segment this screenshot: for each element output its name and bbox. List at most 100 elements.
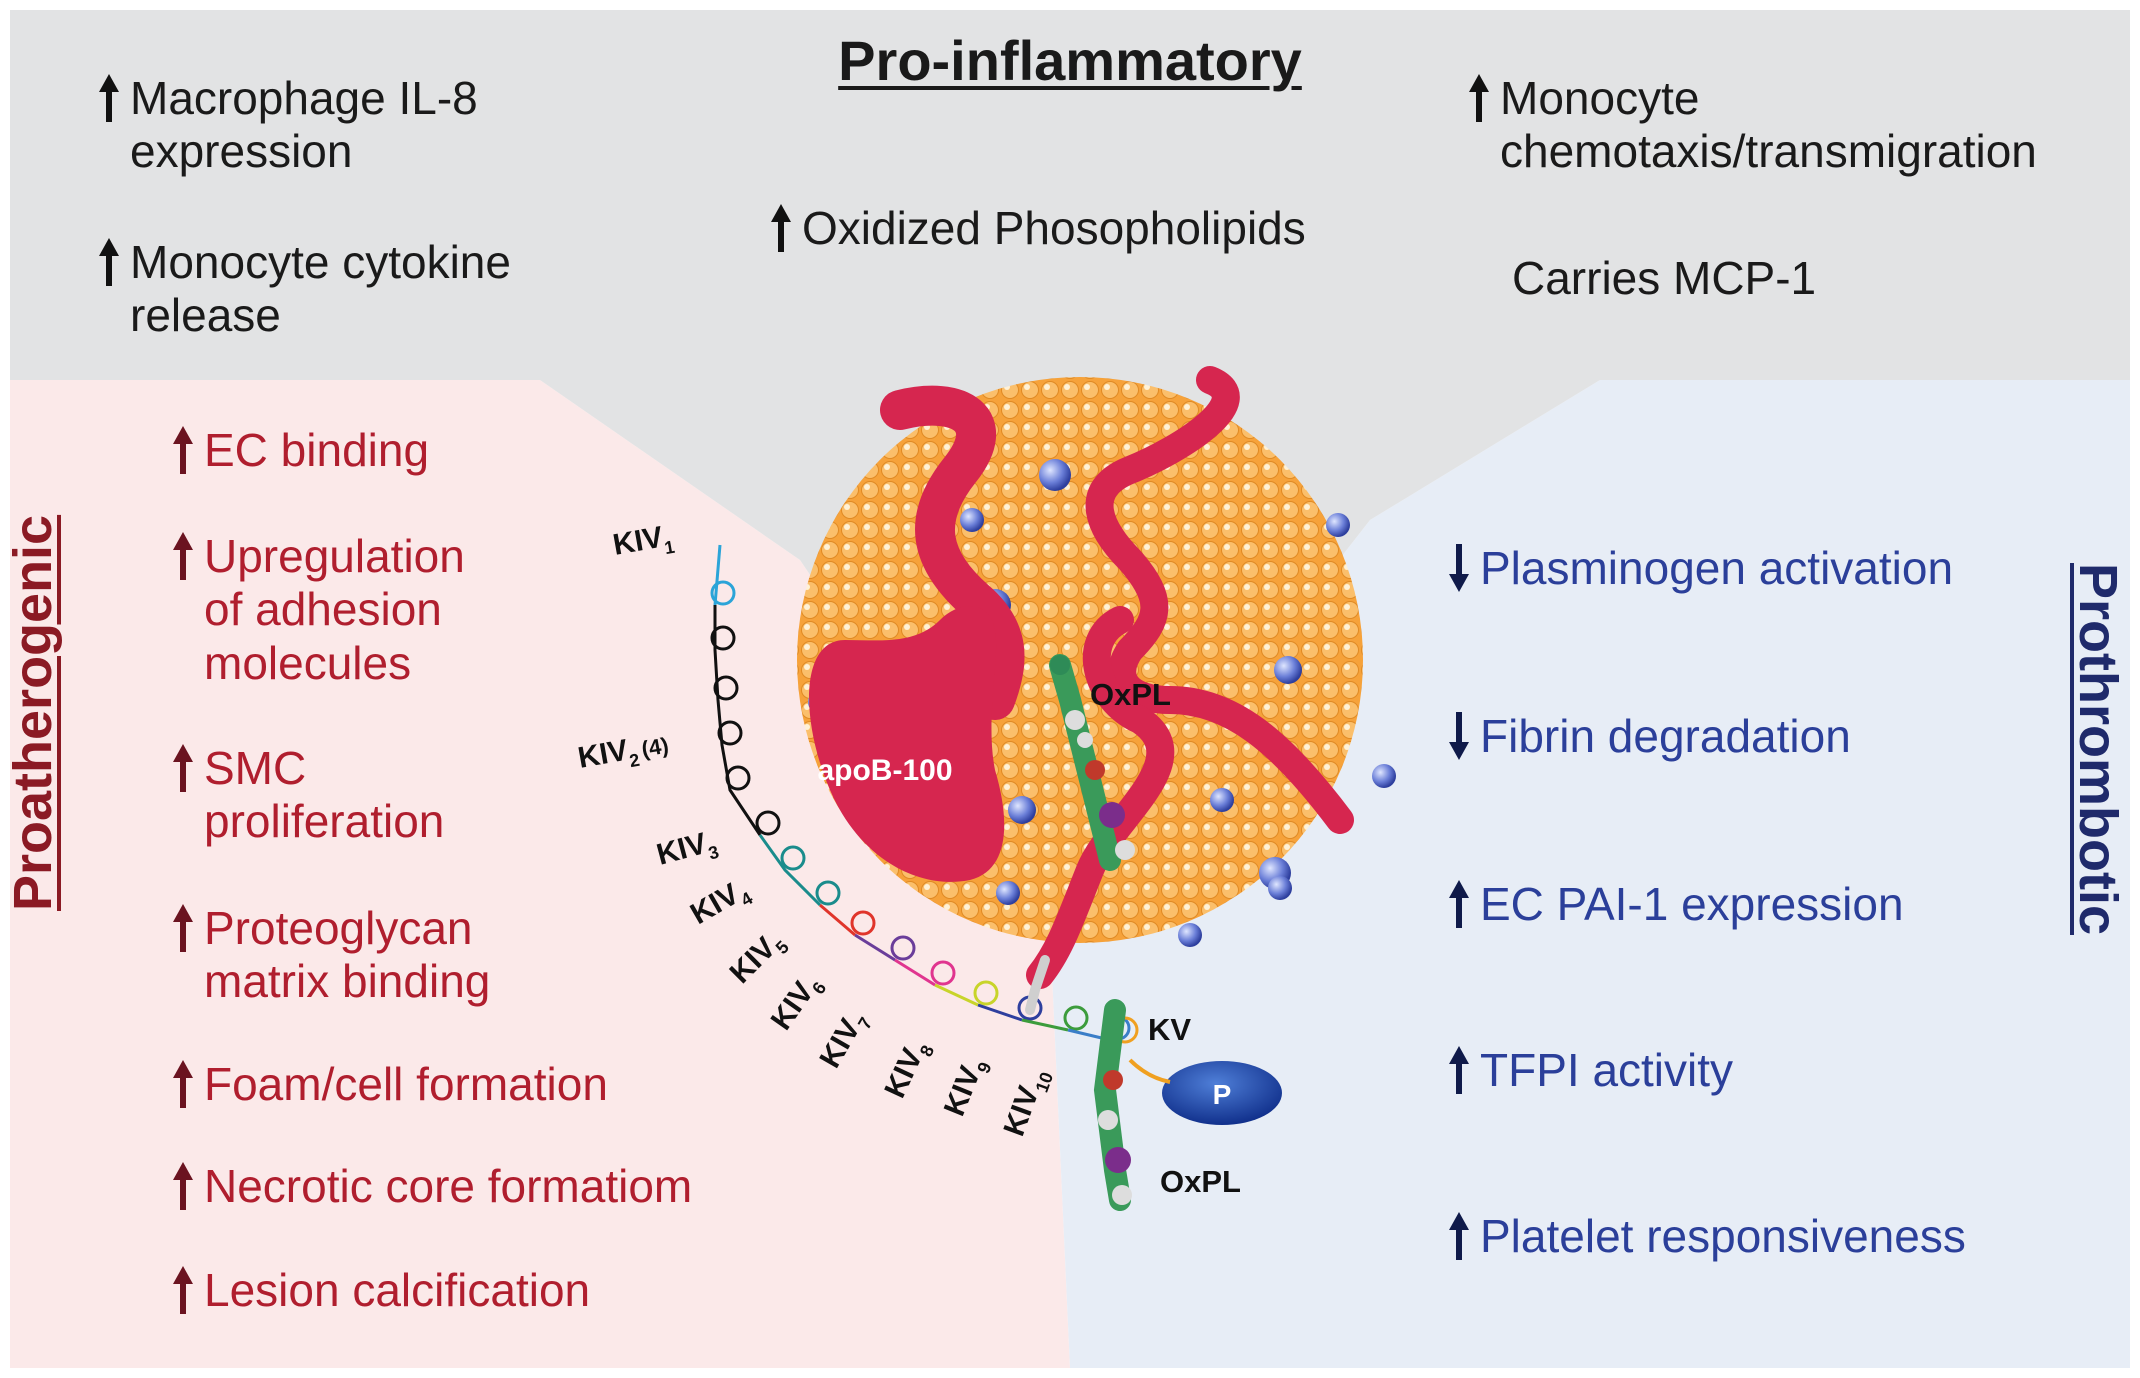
up-arrow-icon — [1449, 1212, 1469, 1260]
pro-inflammatory-item-label: Oxidized Phosopholipids — [802, 202, 1306, 254]
up-arrow-icon — [771, 204, 791, 252]
up-arrow-icon — [1449, 880, 1469, 928]
kringle-label: KIV10 — [998, 1063, 1058, 1142]
apob-100-body — [809, 606, 1005, 882]
pro-inflammatory-title: Pro-inflammatory — [838, 29, 1302, 92]
kringle-segment — [894, 958, 936, 987]
proatherogenic-item: Foam/cell formation — [172, 1058, 608, 1111]
kringle-label: KIV9 — [938, 1053, 996, 1123]
proatherogenic-item-label: Upregulation of adhesion molecules — [204, 530, 465, 689]
proatherogenic-item-label: Foam/cell formation — [204, 1058, 608, 1110]
kringle-loop — [725, 765, 751, 791]
prothrombotic-item: Fibrin degradation — [1448, 710, 1851, 763]
prothrombotic-item-label: Platelet responsiveness — [1480, 1210, 1966, 1262]
prothrombotic-item: Platelet responsiveness — [1448, 1210, 1966, 1263]
kringle-loop — [713, 675, 739, 701]
pro-inflammatory-item: Monocyte chemotaxis/transmigration — [1468, 72, 2037, 179]
kringle-loop — [755, 810, 781, 836]
up-arrow-icon — [99, 238, 119, 286]
kringle-segment — [1021, 1018, 1069, 1032]
kringle-loop — [930, 960, 956, 986]
kringle-loop — [780, 845, 806, 871]
up-arrow-icon — [173, 426, 193, 474]
kringle-loop — [890, 935, 916, 961]
up-arrow-icon — [173, 1060, 193, 1108]
kringle-label: KIV5 — [724, 924, 793, 993]
kringle-label: KIV6 — [765, 968, 831, 1039]
oxpl-label-top: OxPL — [1090, 677, 1171, 712]
protease-label: P — [1213, 1079, 1232, 1110]
kringle-loop — [710, 580, 736, 606]
pro-inflammatory-item: Oxidized Phosopholipids — [770, 202, 1306, 255]
proatherogenic-item-label: Necrotic core formatiom — [204, 1160, 693, 1212]
kv-link — [1128, 1058, 1171, 1084]
proatherogenic-item: Necrotic core formatiom — [172, 1160, 692, 1213]
up-arrow-icon — [173, 744, 193, 792]
pro-inflammatory-item-label: Macrophage IL-8 expression — [130, 72, 478, 178]
up-arrow-icon — [173, 1266, 193, 1314]
kringle-segment — [977, 1003, 1023, 1022]
prothrombotic-item-label: EC PAI-1 expression — [1480, 878, 1904, 930]
prothrombotic-item-label: Fibrin degradation — [1480, 710, 1851, 762]
proatherogenic-item-label: SMC proliferation — [204, 742, 445, 848]
proatherogenic-item: Upregulation of adhesion molecules — [172, 530, 465, 690]
kringle-loop — [710, 625, 736, 651]
prothrombotic-title: Prothrombotic — [2068, 563, 2128, 935]
up-arrow-icon — [1449, 1046, 1469, 1094]
pro-inflammatory-item-label: Monocyte cytokine release — [130, 236, 511, 342]
proatherogenic-item-label: EC binding — [204, 424, 430, 476]
oxpl-molecule-bottom — [1093, 999, 1132, 1211]
kv-label: KV — [1148, 1012, 1191, 1047]
kringle-segment — [713, 544, 722, 606]
oxpl-label-bottom: OxPL — [1160, 1164, 1241, 1199]
proatherogenic-item: EC binding — [172, 424, 429, 477]
kringle-segment — [934, 983, 979, 1007]
prothrombotic-item: Plasminogen activation — [1448, 542, 1953, 595]
prothrombotic-item: EC PAI-1 expression — [1448, 878, 1904, 931]
kringle-label: KIV4 — [685, 872, 756, 935]
kringle-loop — [1063, 1005, 1089, 1031]
up-arrow-icon — [173, 904, 193, 952]
prothrombotic-item-label: Plasminogen activation — [1480, 542, 1954, 594]
kringle-loop — [815, 880, 841, 906]
up-arrow-icon — [173, 1162, 193, 1210]
up-arrow-icon — [173, 532, 193, 580]
pro-inflammatory-item: Carries MCP-1 — [1512, 252, 1816, 305]
proatherogenic-item: Lesion calcification — [172, 1264, 590, 1317]
up-arrow-icon — [99, 74, 119, 122]
prothrombotic-item: TFPI activity — [1448, 1044, 1733, 1097]
apob-100-label: apoB-100 — [817, 754, 952, 787]
protease-domain — [1162, 1061, 1282, 1125]
kringle-segment — [713, 605, 762, 836]
kringle-loop — [717, 720, 743, 746]
kringle-loop — [850, 910, 876, 936]
kringle-label: KIV7 — [813, 1005, 876, 1076]
pro-inflammatory-item: Macrophage IL-8 expression — [98, 72, 478, 179]
kringle-segment — [854, 933, 896, 962]
kringle-label: KIV8 — [878, 1035, 938, 1105]
prothrombotic-item-label: TFPI activity — [1480, 1044, 1734, 1096]
oxpl-molecule-top — [1049, 654, 1135, 871]
proatherogenic-title: Proatherogenic — [3, 514, 63, 911]
up-arrow-icon — [1469, 74, 1489, 122]
proatherogenic-item-label: Lesion calcification — [204, 1264, 591, 1316]
disulfide-linkage — [1025, 955, 1050, 1015]
panel-pro-inflammatory — [10, 10, 2130, 380]
down-arrow-icon — [1449, 712, 1469, 760]
pro-inflammatory-item: Monocyte cytokine release — [98, 236, 511, 343]
pro-inflammatory-item-label: Monocyte chemotaxis/transmigration — [1500, 72, 2037, 178]
proatherogenic-item: SMC proliferation — [172, 742, 444, 849]
down-arrow-icon — [1449, 544, 1469, 592]
apob-100-ribbon — [880, 366, 1354, 989]
kringle-label: KIV3 — [653, 824, 721, 876]
kringle-loop — [973, 980, 999, 1006]
proatherogenic-item: Proteoglycan matrix binding — [172, 902, 490, 1009]
proatherogenic-item-label: Proteoglycan matrix binding — [204, 902, 491, 1008]
pro-inflammatory-item-label: Carries MCP-1 — [1512, 252, 1817, 304]
kringle-segment — [819, 903, 856, 937]
kringle-label: KIV2(4) — [575, 727, 671, 780]
kringle-label: KIV1 — [610, 519, 676, 567]
kringle-segment — [758, 834, 822, 907]
